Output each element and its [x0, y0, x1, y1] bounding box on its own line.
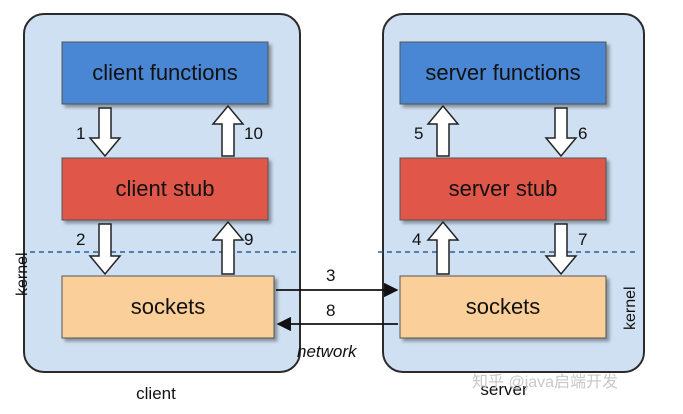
server-caption: server: [480, 380, 528, 399]
client-caption: client: [136, 384, 176, 403]
server-sockets-box: [399, 275, 607, 339]
step-5-label: 5: [414, 124, 424, 143]
client-stub-label: client stub: [115, 176, 215, 201]
client-stub-box: [61, 157, 269, 221]
server-stub-box: [399, 157, 607, 221]
step-3-label: 3: [326, 266, 336, 285]
arrow-step-10: [211, 104, 245, 157]
client-sockets-label: sockets: [130, 294, 206, 319]
arrow-step-6: [544, 107, 578, 158]
watermark-text: 知乎 @java启端开发: [472, 374, 619, 391]
server-stub-label: server stub: [448, 176, 558, 201]
step-9-label: 9: [244, 230, 254, 249]
step-2-label: 2: [76, 230, 86, 249]
server-kernel-label: kernel: [622, 286, 639, 330]
arrow-step-5: [426, 104, 460, 157]
step-6-label: 6: [578, 124, 588, 143]
client-functions-box: [61, 41, 269, 105]
client-sockets-box: [61, 275, 275, 339]
arrow-step-4: [426, 220, 460, 275]
step-1-label: 1: [76, 124, 86, 143]
step-7-label: 7: [578, 230, 588, 249]
arrow-step-7: [544, 223, 578, 276]
arrow-step-1: [88, 107, 122, 158]
step-4-label: 4: [412, 230, 422, 249]
network-label: network: [297, 342, 357, 361]
step-8-label: 8: [326, 301, 336, 320]
step-10-label: 10: [244, 124, 263, 143]
arrow-step-2: [88, 223, 122, 276]
client-functions-label: client functions: [92, 60, 238, 85]
arrow-step-9: [211, 220, 245, 275]
server-functions-label: server functions: [425, 60, 581, 85]
server-sockets-label: sockets: [465, 294, 541, 319]
server-functions-box: [399, 41, 607, 105]
client-kernel-label: kernel: [14, 252, 31, 296]
